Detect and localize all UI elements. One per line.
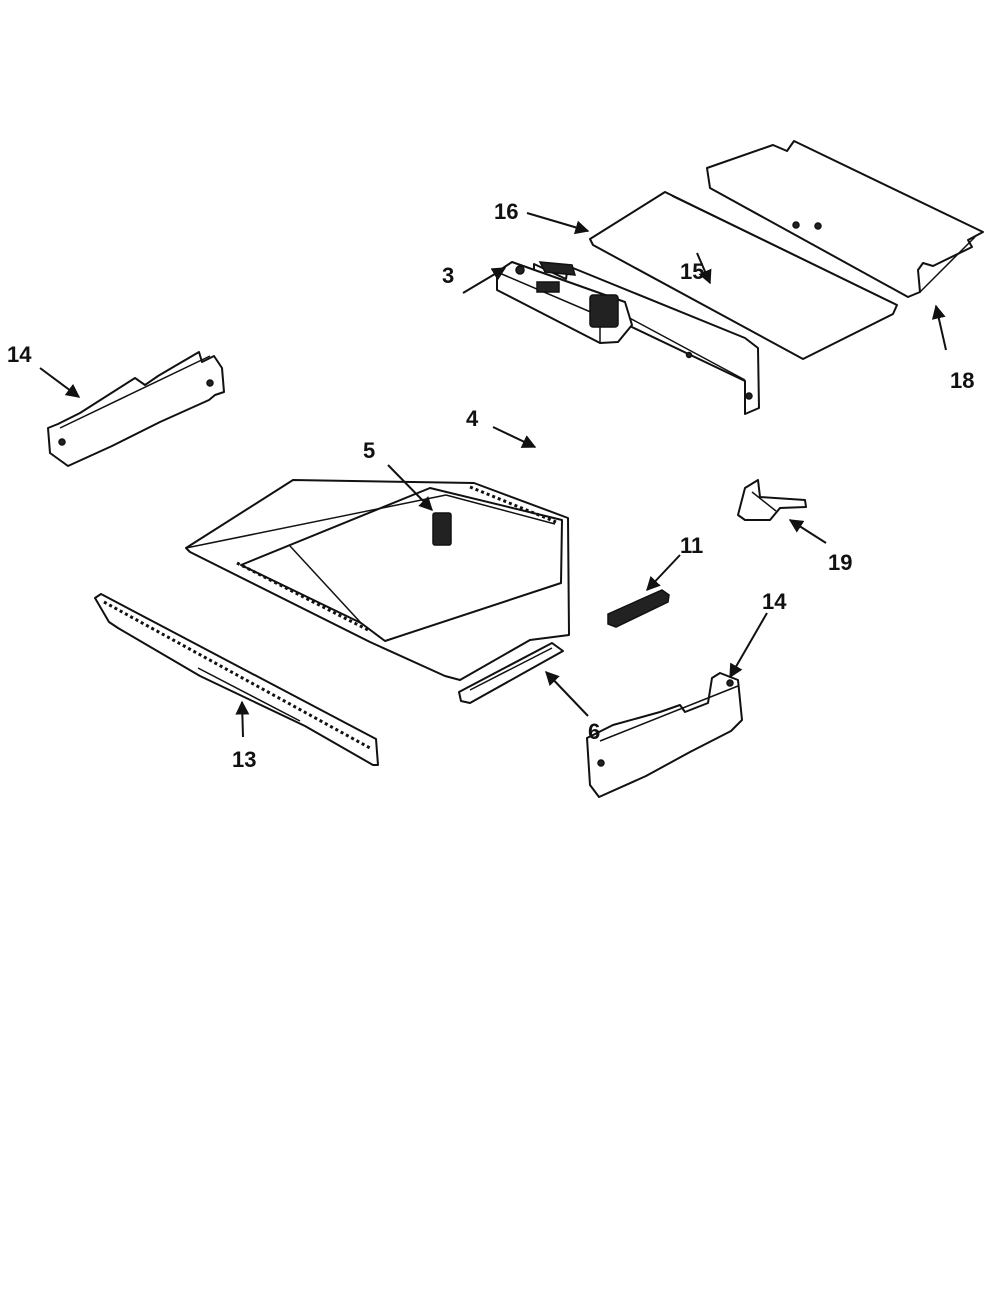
leader-3 [462, 267, 507, 294]
leader-11 [646, 554, 681, 592]
part-19-bracket [737, 479, 807, 521]
callout-4: 4 [466, 406, 479, 431]
part-18-panel [706, 140, 984, 298]
part-16-top-panel [589, 191, 898, 360]
part-5-tray [185, 479, 570, 681]
callout-14-left: 14 [7, 342, 32, 367]
callout-6: 6 [588, 719, 600, 744]
leader-14a [39, 367, 81, 398]
callout-18: 18 [950, 368, 974, 393]
leader-16 [526, 212, 590, 235]
part-14-left-bracket [47, 351, 225, 467]
part-3-control-module [496, 261, 633, 344]
part-6-side-rail [458, 642, 564, 704]
leader-14b [729, 612, 768, 679]
leader-15 [696, 252, 712, 285]
leader-4 [492, 426, 537, 448]
callout-19: 19 [828, 550, 852, 575]
callout-14-right: 14 [762, 589, 787, 614]
leader-13 [235, 700, 250, 738]
part-14-right-bracket [586, 672, 743, 798]
leader-6 [545, 670, 589, 717]
part-13-front-trim [94, 593, 379, 766]
callout-11: 11 [680, 533, 703, 558]
part-11-connector [607, 589, 670, 628]
callout-5: 5 [363, 438, 375, 463]
leader-5 [387, 464, 433, 512]
leader-18 [931, 304, 947, 351]
leader-19 [788, 519, 827, 544]
callout-13: 13 [232, 747, 256, 772]
part-4-clip [538, 261, 577, 276]
callout-16: 16 [494, 199, 518, 224]
callout-3: 3 [442, 263, 454, 288]
callout-15: 15 [680, 259, 704, 284]
